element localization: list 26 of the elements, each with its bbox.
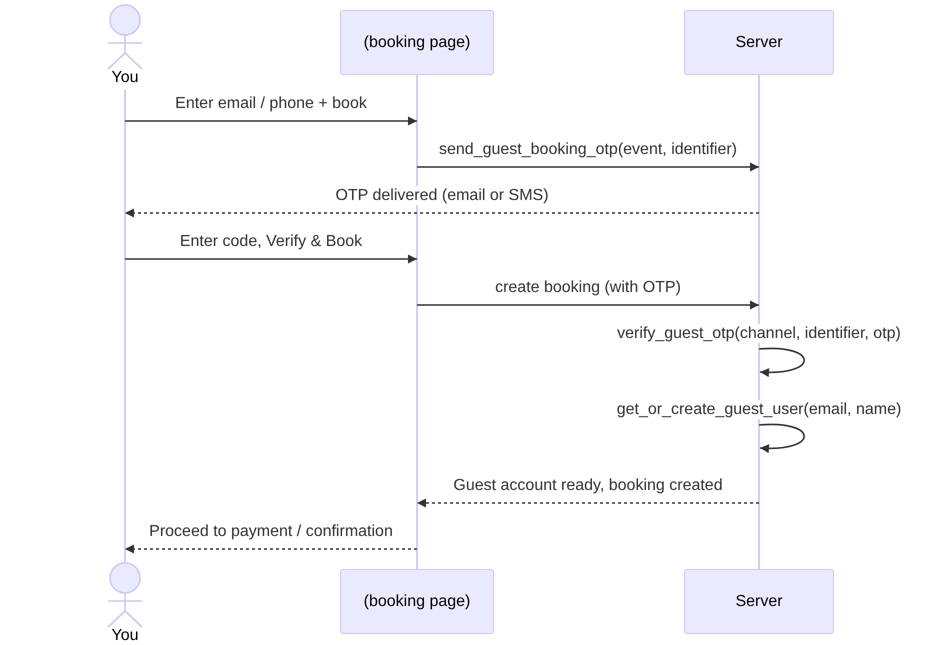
- reply-arrow: [125, 208, 759, 218]
- lifeline: [758, 75, 760, 569]
- message-label: Enter email / phone + book: [173, 94, 369, 113]
- message-arrow: [125, 116, 417, 126]
- message-label: Guest account ready, booking created: [451, 476, 725, 495]
- message-label: create booking (with OTP): [493, 278, 683, 297]
- lifeline: [124, 90, 126, 562]
- participant-box: (booking page): [340, 10, 494, 75]
- message-label: get_or_create_guest_user(email, name): [614, 400, 904, 419]
- self-message-arrow: [758, 424, 805, 453]
- message-arrow: [125, 254, 417, 264]
- lifeline: [416, 75, 418, 569]
- message-label: OTP delivered (email or SMS): [333, 186, 551, 205]
- message-label: send_guest_booking_otp(event, identifier): [437, 140, 739, 159]
- participant-box: (booking page): [340, 569, 494, 634]
- participant-box: Server: [684, 569, 834, 634]
- message-label: verify_guest_otp(channel, identifier, otp): [615, 324, 903, 343]
- reply-arrow: [125, 544, 417, 554]
- message-arrow: [417, 300, 759, 310]
- actor-label: You: [112, 628, 138, 644]
- participant-box: Server: [684, 10, 834, 75]
- reply-arrow: [417, 498, 759, 508]
- message-label: Proceed to payment / confirmation: [147, 522, 395, 541]
- actor-label: You: [112, 70, 138, 86]
- self-message-arrow: [758, 348, 805, 377]
- message-arrow: [417, 162, 759, 172]
